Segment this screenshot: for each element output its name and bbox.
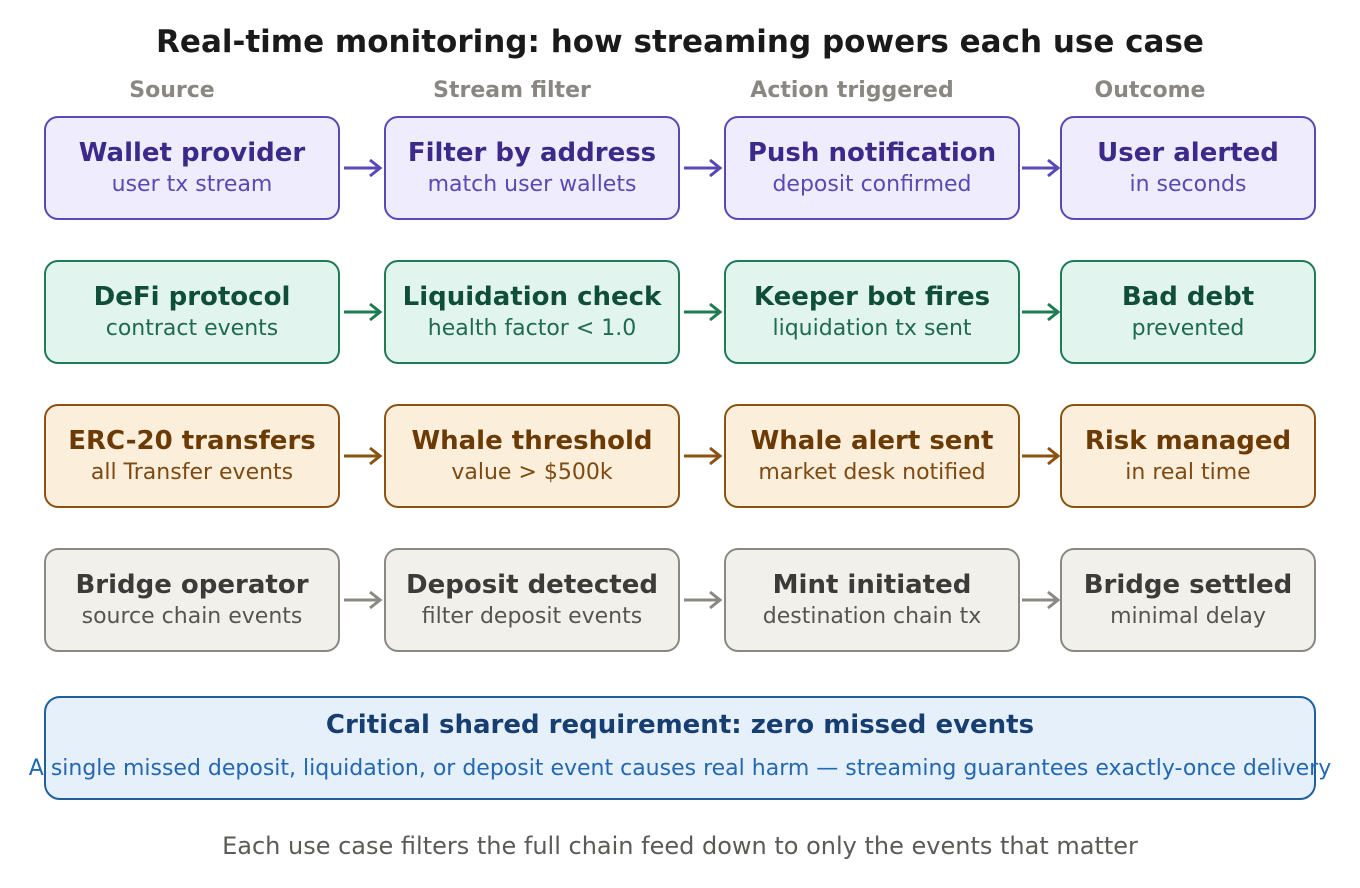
flow-box-whale-threshold: Whale threshold value > $500k bbox=[384, 404, 680, 508]
box-subtitle: market desk notified bbox=[758, 460, 986, 485]
box-subtitle: in real time bbox=[1125, 460, 1251, 485]
flow-box-deposit-detected: Deposit detected filter deposit events bbox=[384, 548, 680, 652]
flow-box-wallet-provider: Wallet provider user tx stream bbox=[44, 116, 340, 220]
flow-box-whale-alert-sent: Whale alert sent market desk notified bbox=[724, 404, 1020, 508]
box-title: Push notification bbox=[747, 138, 997, 168]
flow-box-filter-by-address: Filter by address match user wallets bbox=[384, 116, 680, 220]
box-subtitle: user tx stream bbox=[111, 172, 273, 197]
box-title: ERC-20 transfers bbox=[68, 426, 316, 456]
arrow-right-icon bbox=[684, 158, 723, 178]
box-title: Filter by address bbox=[407, 138, 657, 168]
arrow-right-icon bbox=[1022, 302, 1061, 322]
box-title: Bridge settled bbox=[1083, 570, 1293, 600]
box-subtitle: source chain events bbox=[81, 604, 303, 629]
box-title: Liquidation check bbox=[402, 282, 662, 312]
arrow-right-icon bbox=[344, 158, 383, 178]
box-subtitle: value > $500k bbox=[451, 460, 613, 485]
box-title: Mint initiated bbox=[772, 570, 972, 600]
flow-box-bridge-settled: Bridge settled minimal delay bbox=[1060, 548, 1316, 652]
shared-requirement-box: Critical shared requirement: zero missed… bbox=[29, 696, 1331, 800]
box-title: User alerted bbox=[1097, 138, 1279, 168]
column-header-stream-filter: Stream filter bbox=[433, 78, 591, 103]
box-title: Deposit detected bbox=[406, 570, 658, 600]
box-subtitle: health factor < 1.0 bbox=[427, 316, 637, 341]
box-title: Keeper bot fires bbox=[753, 282, 991, 312]
column-header-action-triggered: Action triggered bbox=[750, 78, 954, 103]
flow-box-push-notification: Push notification deposit confirmed bbox=[724, 116, 1020, 220]
box-title: Bad debt bbox=[1121, 282, 1255, 312]
diagram-title: Real-time monitoring: how streaming powe… bbox=[156, 24, 1204, 60]
box-title: Wallet provider bbox=[78, 138, 306, 168]
arrow-right-icon bbox=[344, 446, 383, 466]
box-subtitle: all Transfer events bbox=[90, 460, 294, 485]
arrow-right-icon bbox=[684, 590, 723, 610]
arrow-right-icon bbox=[1022, 158, 1061, 178]
box-subtitle: minimal delay bbox=[1110, 604, 1266, 629]
box-subtitle: contract events bbox=[105, 316, 279, 341]
box-subtitle: prevented bbox=[1131, 316, 1245, 341]
requirement-description: A single missed deposit, liquidation, or… bbox=[28, 756, 1332, 781]
arrow-right-icon bbox=[1022, 590, 1061, 610]
flow-box-erc20-transfers: ERC-20 transfers all Transfer events bbox=[44, 404, 340, 508]
flow-box-bridge-operator: Bridge operator source chain events bbox=[44, 548, 340, 652]
box-subtitle: deposit confirmed bbox=[772, 172, 972, 197]
box-title: Whale alert sent bbox=[750, 426, 994, 456]
box-subtitle: match user wallets bbox=[427, 172, 637, 197]
box-subtitle: destination chain tx bbox=[762, 604, 982, 629]
box-subtitle: in seconds bbox=[1129, 172, 1247, 197]
flow-box-liquidation-check: Liquidation check health factor < 1.0 bbox=[384, 260, 680, 364]
arrow-right-icon bbox=[684, 446, 723, 466]
flow-box-defi-protocol: DeFi protocol contract events bbox=[44, 260, 340, 364]
box-title: Risk managed bbox=[1084, 426, 1292, 456]
flow-box-risk-managed: Risk managed in real time bbox=[1060, 404, 1316, 508]
flow-box-bad-debt: Bad debt prevented bbox=[1060, 260, 1316, 364]
flow-box-keeper-bot-fires: Keeper bot fires liquidation tx sent bbox=[724, 260, 1020, 364]
box-title: DeFi protocol bbox=[93, 282, 291, 312]
column-header-source: Source bbox=[129, 78, 215, 103]
flow-box-mint-initiated: Mint initiated destination chain tx bbox=[724, 548, 1020, 652]
box-subtitle: filter deposit events bbox=[421, 604, 643, 629]
arrow-right-icon bbox=[344, 590, 383, 610]
box-title: Whale threshold bbox=[411, 426, 653, 456]
box-subtitle: liquidation tx sent bbox=[772, 316, 972, 341]
column-header-outcome: Outcome bbox=[1094, 78, 1206, 103]
flow-box-user-alerted: User alerted in seconds bbox=[1060, 116, 1316, 220]
box-title: Bridge operator bbox=[75, 570, 309, 600]
arrow-right-icon bbox=[344, 302, 383, 322]
requirement-title: Critical shared requirement: zero missed… bbox=[325, 710, 1035, 740]
arrow-right-icon bbox=[1022, 446, 1061, 466]
arrow-right-icon bbox=[684, 302, 723, 322]
footer-caption: Each use case filters the full chain fee… bbox=[222, 832, 1138, 860]
